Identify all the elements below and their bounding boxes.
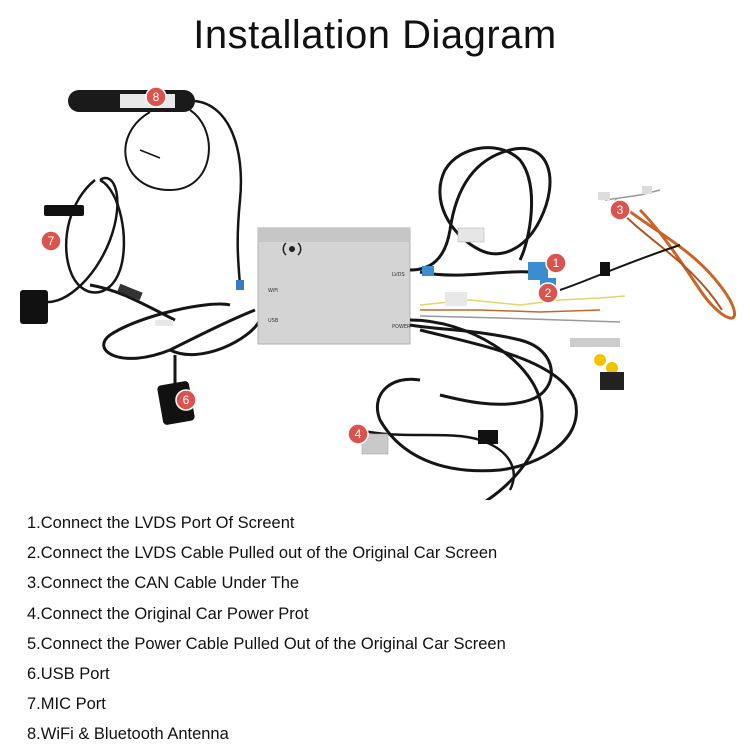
svg-text:3: 3	[617, 203, 624, 217]
step-item: 3.Connect the CAN Cable Under The	[27, 574, 300, 593]
badge-8: 8	[145, 86, 167, 108]
installation-photo: WiFi USB LVDS POWER	[20, 86, 737, 500]
svg-text:2: 2	[545, 286, 552, 300]
badge-2: 2	[537, 282, 559, 304]
step-item: 1.Connect the LVDS Port Of Screent	[27, 514, 295, 532]
step-item: 2.Connect the LVDS Cable Pulled out of t…	[27, 544, 498, 563]
box-port-power: POWER	[392, 324, 411, 330]
badge-3: 3	[609, 199, 631, 221]
badge-7: 7	[40, 230, 62, 252]
svg-text:1: 1	[553, 256, 560, 270]
main-box: WiFi USB LVDS POWER	[257, 227, 411, 345]
badge-1: 1	[545, 252, 567, 274]
lvds-cable	[409, 146, 556, 294]
svg-text:6: 6	[183, 393, 190, 407]
box-port-wifi: WiFi	[268, 288, 278, 294]
wireless-icon	[282, 242, 302, 256]
badge-6: 6	[175, 389, 197, 411]
mic-cable	[20, 176, 176, 326]
instruction-list: 1.Connect the LVDS Port Of Screent 2.Con…	[27, 508, 506, 750]
step-item: 5.Connect the Power Cable Pulled Out of …	[27, 634, 506, 653]
svg-text:8: 8	[153, 90, 160, 104]
badge-4: 4	[347, 423, 369, 445]
step-item: 8.WiFi & Bluetooth Antenna	[27, 725, 229, 744]
step-item: 7.MIC Port	[27, 695, 106, 714]
box-port-lvds: LVDS	[392, 272, 405, 278]
antenna-cable	[68, 90, 244, 290]
power-harness	[359, 292, 626, 500]
svg-text:7: 7	[48, 234, 55, 248]
box-port-usb: USB	[268, 318, 279, 324]
step-item: 4.Connect the Original Car Power Prot	[27, 604, 309, 623]
svg-text:4: 4	[355, 427, 362, 441]
step-item: 6.USB Port	[27, 664, 110, 683]
page-title: Installation Diagram	[193, 13, 557, 57]
